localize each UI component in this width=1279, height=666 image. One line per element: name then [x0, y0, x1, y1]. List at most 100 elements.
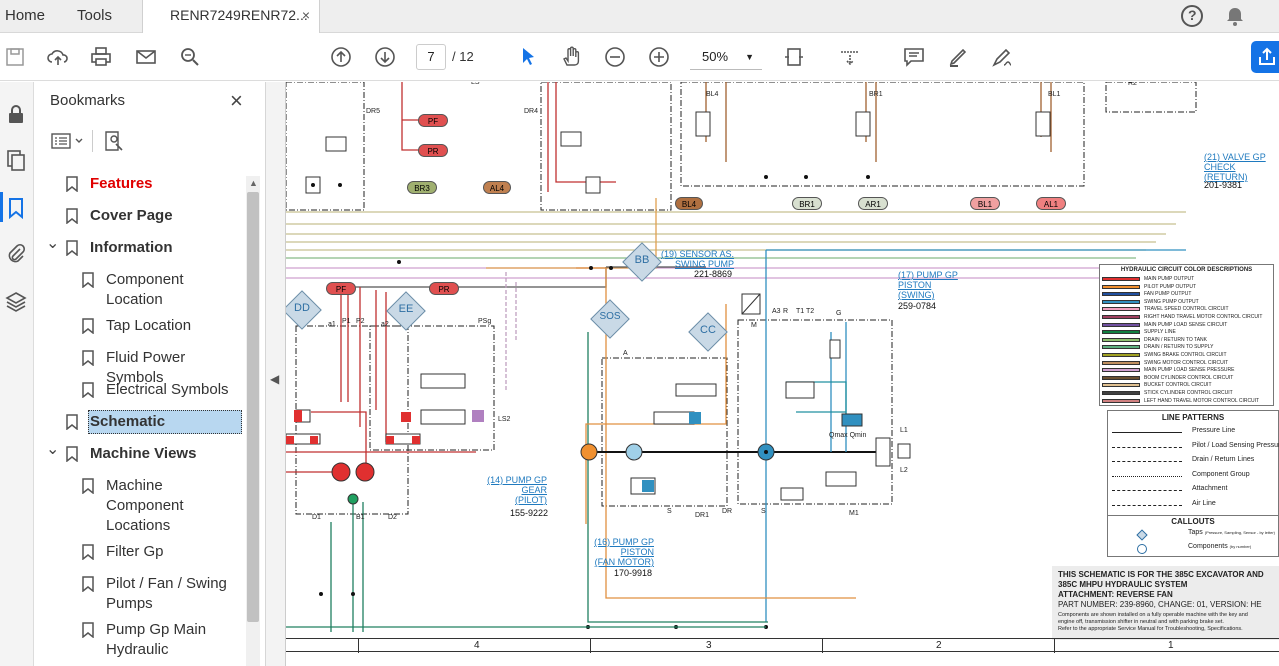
- lock-icon[interactable]: [4, 102, 28, 126]
- callout-gear-pilot[interactable]: (14) PUMP GP GEAR (PILOT): [472, 475, 547, 505]
- layers-icon[interactable]: [4, 290, 28, 314]
- bookmark-component-location[interactable]: Component Location: [34, 270, 246, 316]
- label-dr5: DR5: [366, 108, 381, 115]
- hand-tool-icon[interactable]: [559, 45, 583, 69]
- label-dr: DR: [722, 508, 733, 515]
- label-p1: P1: [342, 318, 351, 325]
- share-button[interactable]: [1251, 41, 1279, 73]
- callout-gear-pilot-line1: (14) PUMP GP: [487, 475, 547, 485]
- callout-valve-check[interactable]: (21) VALVE GP CHECK (RETURN): [1204, 152, 1266, 182]
- bookmark-cover-page[interactable]: Cover Page: [34, 206, 246, 238]
- page-number-input[interactable]: 7: [416, 44, 446, 70]
- pattern-text: Attachment: [1192, 485, 1228, 492]
- label-m: M: [751, 322, 757, 329]
- pattern-line-sample: [1112, 490, 1182, 491]
- label-l1: L1: [900, 427, 908, 434]
- tab-tools[interactable]: Tools: [77, 7, 113, 24]
- legend-swatch: [1102, 315, 1140, 319]
- tab-home[interactable]: Home: [5, 7, 46, 24]
- bookmark-machine-views[interactable]: ⌄Machine Views: [34, 441, 246, 476]
- callout-sensor[interactable]: (19) SENSOR AS. SWING PUMP: [656, 249, 734, 269]
- page-thumbnails-icon[interactable]: [4, 148, 28, 172]
- column-separator: [358, 639, 359, 653]
- legend-swatch: [1102, 391, 1140, 395]
- tag-pf-2: PF: [326, 282, 356, 295]
- notifications-bell-icon[interactable]: [1224, 5, 1246, 27]
- scroll-mode-icon[interactable]: [838, 45, 862, 69]
- bookmark-fluid-power-symbols[interactable]: Fluid Power Symbols: [34, 348, 246, 386]
- column-2: 2: [936, 640, 942, 651]
- hydraulic-color-legend: HYDRAULIC CIRCUIT COLOR DESCRIPTIONS MAI…: [1099, 264, 1274, 406]
- help-icon[interactable]: ?: [1181, 5, 1203, 27]
- legend-text: LEFT HAND TRAVEL MOTOR CONTROL CIRCUIT: [1144, 397, 1260, 404]
- bookmark-label: Tap Location: [106, 317, 192, 334]
- bookmark-ribbon-icon: [82, 318, 94, 335]
- close-panel-icon[interactable]: ×: [230, 88, 243, 113]
- label-dr1: DR1: [695, 512, 710, 519]
- tap-label-ee: EE: [398, 303, 414, 315]
- scroll-up-icon[interactable]: ▲: [249, 178, 258, 188]
- pattern-line-sample: [1112, 475, 1182, 477]
- next-page-icon[interactable]: [373, 45, 397, 69]
- zoom-in-icon[interactable]: [647, 45, 671, 69]
- attachments-icon[interactable]: [4, 242, 28, 266]
- sign-pen-icon[interactable]: [990, 45, 1014, 69]
- callout-valve-check-line2: CHECK: [1204, 162, 1236, 172]
- bookmark-schematic[interactable]: Schematic: [34, 410, 246, 444]
- column-separator: [1054, 639, 1055, 653]
- bookmark-pump-gp-main-hydraulic[interactable]: Pump Gp Main Hydraulic: [34, 620, 246, 666]
- tap-label-dd: DD: [294, 302, 310, 314]
- zoom-out-icon[interactable]: [603, 45, 627, 69]
- close-tab-icon[interactable]: ×: [301, 7, 310, 23]
- email-icon[interactable]: [134, 45, 158, 69]
- expand-chevron-icon[interactable]: ⌄: [46, 235, 60, 252]
- part-number-valve-check: 201-9381: [1204, 180, 1243, 190]
- print-icon[interactable]: [89, 45, 113, 69]
- zoom-level-select[interactable]: 50% ▼: [690, 44, 762, 70]
- legend-text: SWING BRAKE CONTROL CIRCUIT: [1144, 352, 1227, 358]
- label-a2: a2: [381, 321, 389, 328]
- tab-document[interactable]: RENR7249RENR72... ×: [142, 0, 320, 34]
- legend-swatch: [1102, 322, 1140, 327]
- highlight-pen-icon[interactable]: [946, 45, 970, 69]
- bookmark-tools: [48, 130, 258, 156]
- new-bookmark-icon[interactable]: [102, 130, 126, 152]
- upload-cloud-icon[interactable]: [46, 45, 70, 69]
- collapse-panel-icon[interactable]: ◀: [270, 372, 280, 386]
- bookmarks-icon[interactable]: [4, 196, 28, 220]
- pattern-line-sample: [1112, 432, 1182, 433]
- bookmark-ribbon-icon: [82, 622, 94, 639]
- label-l2: L2: [900, 467, 908, 474]
- bookmark-filter-gp[interactable]: Filter Gp: [34, 542, 246, 574]
- tap-label-sos: SOS: [599, 311, 621, 322]
- bookmark-pilot-fan-swing-pumps[interactable]: Pilot / Fan / Swing Pumps: [34, 574, 246, 620]
- fit-page-icon[interactable]: [782, 45, 806, 69]
- callout-piston-fan[interactable]: (16) PUMP GP PISTON (FAN MOTOR): [576, 537, 654, 567]
- document-view[interactable]: PF PR BR3 AL4 BL4 BR1 AR1 BL1 AL1 PF PR …: [286, 82, 1279, 666]
- note-line-1: THIS SCHEMATIC IS FOR THE 385C EXCAVATOR…: [1058, 570, 1264, 579]
- bookmark-scrollbar[interactable]: ▲: [246, 176, 260, 666]
- schematic-drawing: [286, 82, 1197, 632]
- select-cursor-icon[interactable]: [516, 45, 540, 69]
- search-icon[interactable]: [178, 45, 202, 69]
- scrollbar-thumb[interactable]: [247, 192, 259, 622]
- panel-divider[interactable]: ◀: [266, 82, 286, 666]
- bookmark-options-icon[interactable]: [50, 130, 86, 152]
- save-icon[interactable]: [3, 45, 27, 69]
- previous-page-icon[interactable]: [329, 45, 353, 69]
- callout-piston-swing[interactable]: (17) PUMP GP PISTON (SWING): [898, 270, 958, 300]
- legend-text: SWING MOTOR CONTROL CIRCUIT: [1144, 359, 1229, 366]
- bookmark-label: Pump Gp Main Hydraulic: [106, 621, 207, 658]
- part-number-gear-pilot: 155-9222: [510, 508, 549, 518]
- label-qmax-qmin: Qmax Qmin: [829, 432, 867, 439]
- expand-chevron-icon[interactable]: ⌄: [46, 441, 60, 458]
- bookmark-tap-location[interactable]: Tap Location: [34, 316, 246, 348]
- bookmark-features[interactable]: Features: [34, 174, 246, 206]
- tag-pr-2: PR: [429, 282, 459, 295]
- bookmark-electrical-symbols[interactable]: Electrical Symbols: [34, 380, 246, 412]
- bookmark-information[interactable]: ⌄Information: [34, 235, 246, 270]
- comment-icon[interactable]: [902, 45, 926, 69]
- column-4: 4: [474, 640, 480, 651]
- bookmark-machine-component-locations[interactable]: Machine Component Locations: [34, 476, 246, 542]
- column-separator: [822, 639, 823, 653]
